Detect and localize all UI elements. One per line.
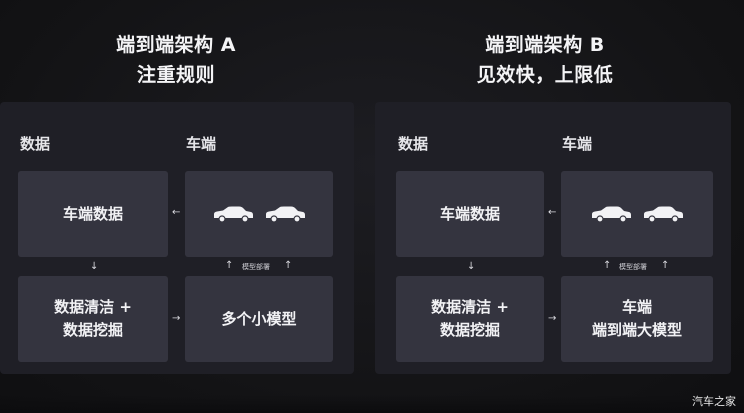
car-icon xyxy=(592,206,631,223)
node-label: 车端数据 xyxy=(62,204,123,223)
arrow-up-icon: ↑ xyxy=(661,260,670,271)
node-label: 多个小模型 xyxy=(221,309,297,328)
architecture-b-vehicle-data-node: 车端数据 xyxy=(396,171,544,257)
architecture-b-data-cleaning-node: 数据清洁 + 数据挖掘 xyxy=(396,276,544,362)
architecture-a-title-line2: 注重规则 xyxy=(136,64,215,86)
arrow-right-icon: → xyxy=(172,313,181,324)
node-label-line1: 数据清洁 + xyxy=(54,298,132,316)
arrow-left-icon: ← xyxy=(548,207,557,218)
architecture-b-title: 端到端架构 B 见效快，上限低 xyxy=(395,30,695,90)
architecture-b-model-node: 车端 端到端大模型 xyxy=(561,276,713,362)
arrow-up-icon: ↑ xyxy=(284,260,293,271)
architecture-b-title-line2: 见效快，上限低 xyxy=(476,64,614,86)
car-icon xyxy=(266,206,305,223)
architecture-b-data-label: 数据 xyxy=(398,135,429,153)
architecture-a-data-label: 数据 xyxy=(20,135,51,153)
cars-icon xyxy=(211,205,307,223)
architecture-a-title: 端到端架构 A 注重规则 xyxy=(26,30,326,90)
architecture-b-deploy-label: 模型部署 xyxy=(619,263,647,271)
car-icon xyxy=(214,206,253,223)
architecture-a-models-node: 多个小模型 xyxy=(185,276,333,362)
arrow-down-icon: ↓ xyxy=(467,261,476,272)
arrow-up-icon: ↑ xyxy=(225,260,234,271)
architecture-a-vehicles-node xyxy=(185,171,333,257)
node-label-line2: 数据挖掘 xyxy=(62,321,123,339)
cars-icon xyxy=(589,205,685,223)
node-label-line1: 数据清洁 + xyxy=(431,298,509,316)
node-label-line2: 端到端大模型 xyxy=(591,321,682,339)
architecture-a-deploy-label: 模型部署 xyxy=(242,263,270,271)
architecture-a-title-line1: 端到端架构 A xyxy=(116,34,236,56)
watermark: 汽车之家 xyxy=(692,395,736,408)
node-label-line1: 车端 xyxy=(621,298,652,316)
arrow-down-icon: ↓ xyxy=(90,261,99,272)
node-label: 车端数据 xyxy=(439,204,500,223)
architecture-a-data-cleaning-node: 数据清洁 + 数据挖掘 xyxy=(18,276,168,362)
node-label-line2: 数据挖掘 xyxy=(439,321,500,339)
architecture-a-vehicle-label: 车端 xyxy=(186,135,217,153)
bottom-fade xyxy=(0,395,744,413)
architecture-a-vehicle-data-node: 车端数据 xyxy=(18,171,168,257)
car-icon xyxy=(644,206,683,223)
arrow-left-icon: ← xyxy=(172,207,181,218)
arrow-right-icon: → xyxy=(548,313,557,324)
architecture-b-vehicle-label: 车端 xyxy=(562,135,593,153)
arrow-up-icon: ↑ xyxy=(603,260,612,271)
architecture-b-vehicles-node xyxy=(561,171,713,257)
architecture-b-title-line1: 端到端架构 B xyxy=(485,34,605,56)
